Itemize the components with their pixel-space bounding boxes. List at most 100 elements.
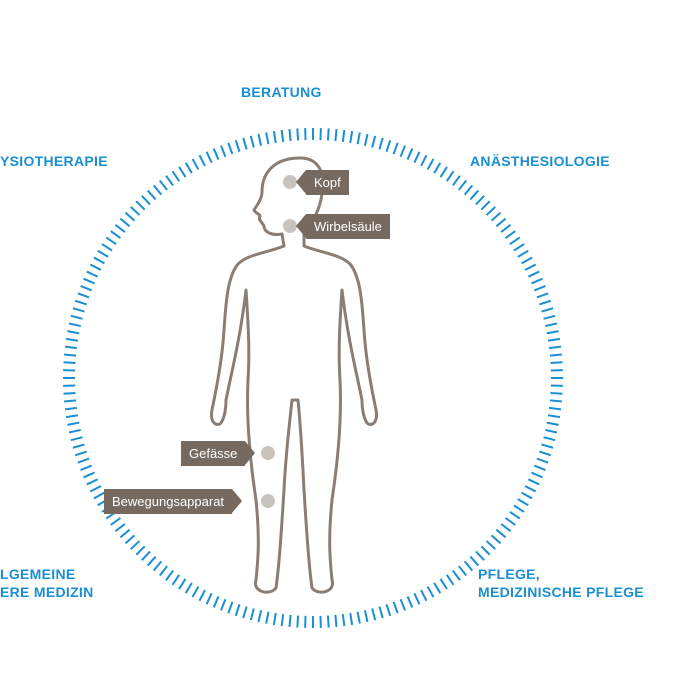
ring-tick (406, 596, 414, 608)
ring-tick (463, 560, 474, 572)
tag-bewegungsapparat[interactable]: Bewegungsapparat (104, 489, 243, 514)
ring-tick (146, 555, 157, 567)
ring-tick (114, 523, 126, 533)
ring-tick (191, 586, 200, 598)
ring-tick (549, 353, 562, 357)
ring-tick (80, 285, 93, 292)
point-gefaesse[interactable] (261, 446, 275, 460)
ring-tick (86, 270, 99, 278)
tag-kopf[interactable]: Kopf (296, 170, 349, 195)
ring-tick (521, 256, 533, 265)
ring-tick (130, 540, 141, 550)
ring-tick (541, 307, 554, 313)
ring-tick (420, 154, 428, 167)
ring-tick (549, 399, 562, 403)
ring-tick (65, 337, 79, 342)
ring-tick (463, 184, 474, 196)
ring-tick (378, 606, 384, 619)
ring-tick (97, 249, 109, 258)
ring-tick (158, 565, 168, 577)
ring-tick (89, 485, 102, 493)
ring-tick (546, 330, 559, 335)
discipline-label-bottom-right-line1: PFLEGE, (478, 566, 540, 582)
ring-tick (550, 361, 563, 365)
ring-tick (296, 128, 300, 141)
ring-tick (480, 200, 491, 211)
ring-tick (458, 179, 468, 191)
ring-tick (171, 574, 181, 586)
ring-tick (399, 145, 406, 158)
ring-tick (469, 189, 480, 201)
ring-tick (288, 129, 292, 142)
ring-tick (399, 598, 406, 611)
ring-tick (469, 555, 480, 567)
ring-tick (72, 443, 85, 449)
ring-tick (543, 314, 556, 320)
ring-tick (326, 128, 330, 141)
ring-tick (452, 175, 461, 187)
ring-tick (504, 517, 516, 526)
discipline-label-bottom-right: PFLEGE,MEDIZINISCHE PFLEGE (478, 565, 644, 601)
ring-tick (527, 270, 540, 278)
ring-tick (546, 421, 559, 426)
ring-tick (74, 450, 87, 457)
ring-tick (426, 158, 435, 170)
ring-tick (101, 243, 113, 252)
ring-tick (363, 133, 369, 146)
ring-tick (280, 613, 285, 627)
ring-tick (119, 528, 131, 539)
ring-tick (152, 184, 163, 196)
ring-tick (500, 523, 512, 533)
ring-tick (93, 256, 105, 265)
ring-tick (158, 179, 168, 191)
tag-gefaesse[interactable]: Gefässe (181, 441, 256, 466)
tag-wirbelsaeule[interactable]: Wirbelsäule (296, 214, 390, 239)
point-bewegungsapparat[interactable] (261, 494, 275, 508)
ring-tick (452, 569, 461, 581)
ring-tick (533, 285, 546, 292)
ring-tick (413, 592, 421, 605)
ring-tick (242, 137, 248, 150)
ring-tick (184, 582, 193, 594)
ring-tick (288, 614, 292, 627)
ring-tick (227, 601, 234, 614)
ring-tick (141, 550, 151, 561)
ring-tick (363, 610, 369, 623)
point-kopf[interactable] (283, 175, 297, 189)
ring-tick (65, 414, 79, 419)
ring-tick (89, 263, 102, 271)
ring-tick (475, 195, 485, 206)
ring-tick (165, 175, 174, 187)
ring-tick (356, 611, 361, 624)
ring-tick (513, 243, 525, 252)
ring-tick (165, 569, 174, 581)
ring-tick (548, 406, 562, 411)
ring-tick (242, 606, 248, 619)
ring-tick (378, 137, 384, 150)
ring-tick (124, 211, 136, 222)
ring-tick (67, 421, 80, 426)
ring-tick (439, 166, 448, 178)
ring-tick (205, 151, 213, 164)
point-wirbelsaeule[interactable] (283, 219, 297, 233)
ring-tick (517, 498, 529, 507)
ring-tick (220, 598, 227, 611)
ring-tick (524, 263, 537, 271)
ring-tick (445, 574, 455, 586)
ring-tick (356, 132, 361, 145)
ring-tick (547, 337, 561, 342)
ring-tick (490, 534, 502, 545)
ring-tick (541, 443, 554, 449)
ring-tick (495, 528, 507, 539)
ring-tick (249, 135, 255, 148)
ring-tick (68, 428, 81, 434)
ring-tick (531, 277, 543, 285)
ring-tick (184, 162, 193, 174)
ring-tick (74, 299, 87, 306)
ring-tick (234, 604, 241, 617)
ring-tick (67, 330, 80, 335)
ring-tick (265, 611, 270, 624)
ring-tick (130, 206, 141, 216)
